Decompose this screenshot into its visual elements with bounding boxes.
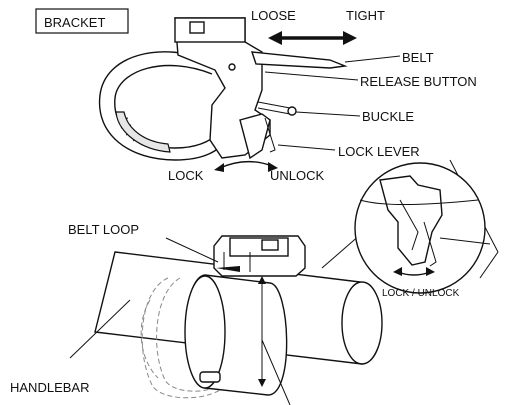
- dashed-strap: [141, 277, 221, 399]
- detail-magnifier: [321, 159, 499, 294]
- handlebar-label: HANDLEBAR: [10, 380, 89, 395]
- lock-unlock-arrow: [219, 161, 273, 169]
- unlock-label: UNLOCK: [270, 168, 325, 183]
- belt-loop-label: BELT LOOP: [68, 222, 139, 237]
- belt-tail: [250, 51, 348, 69]
- lock-lever: [239, 113, 271, 160]
- handlebar-illustration: [69, 235, 383, 405]
- loose-label: LOOSE: [251, 8, 296, 23]
- belt-label: BELT: [402, 50, 434, 65]
- buckle-label: BUCKLE: [362, 109, 414, 124]
- strap-loop: [98, 51, 226, 161]
- lock-lever-label: LOCK LEVER: [338, 144, 420, 159]
- buckle: [257, 101, 291, 115]
- bracket-top-plate: [174, 17, 246, 43]
- lock-unlock-label: LOCK / UNLOCK: [382, 288, 460, 299]
- bracket-label-box: [35, 8, 129, 34]
- bracket-label: BRACKET: [44, 15, 105, 30]
- release-button-label: RELEASE BUTTON: [360, 74, 477, 89]
- lock-label: LOCK: [168, 168, 204, 183]
- bracket-top-illustration: [98, 17, 401, 172]
- tight-label: TIGHT: [346, 8, 385, 23]
